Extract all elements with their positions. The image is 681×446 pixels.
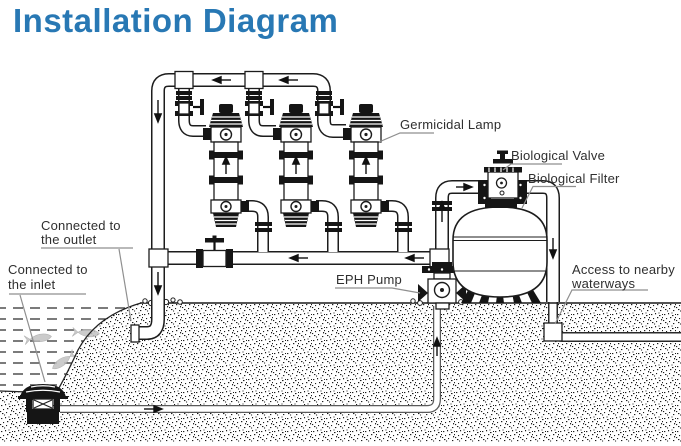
pond-bank-line bbox=[55, 302, 142, 394]
label-connected-outlet-2: the outlet bbox=[41, 232, 97, 247]
label-eph-pump: EPH Pump bbox=[336, 272, 402, 287]
ground-soil bbox=[0, 303, 681, 442]
label-waterways-1: Access to nearby bbox=[572, 262, 675, 277]
eph-pump bbox=[418, 266, 466, 310]
label-biological-filter: Biological Filter bbox=[528, 171, 620, 186]
label-connected-inlet-2: the inlet bbox=[8, 277, 56, 292]
biological-filter-tank bbox=[452, 199, 548, 303]
label-waterways-2: waterways bbox=[571, 276, 636, 291]
label-germicidal-lamp: Germicidal Lamp bbox=[400, 117, 501, 132]
label-connected-inlet-1: Connected to bbox=[8, 262, 88, 277]
flow-arrows bbox=[144, 75, 558, 414]
drain-ball-valve bbox=[196, 235, 233, 268]
labels: Germicidal Lamp Biological Valve Biologi… bbox=[8, 117, 675, 292]
label-connected-outlet-1: Connected to bbox=[41, 218, 121, 233]
underground-discharge-pipe bbox=[543, 301, 681, 342]
label-leaders bbox=[9, 132, 648, 383]
page-title: Installation Diagram bbox=[13, 2, 339, 39]
underground-suction-pipe bbox=[60, 306, 441, 413]
pond-bottom-drain bbox=[18, 384, 68, 424]
outlet-opening bbox=[130, 324, 140, 343]
label-biological-valve: Biological Valve bbox=[511, 148, 605, 163]
